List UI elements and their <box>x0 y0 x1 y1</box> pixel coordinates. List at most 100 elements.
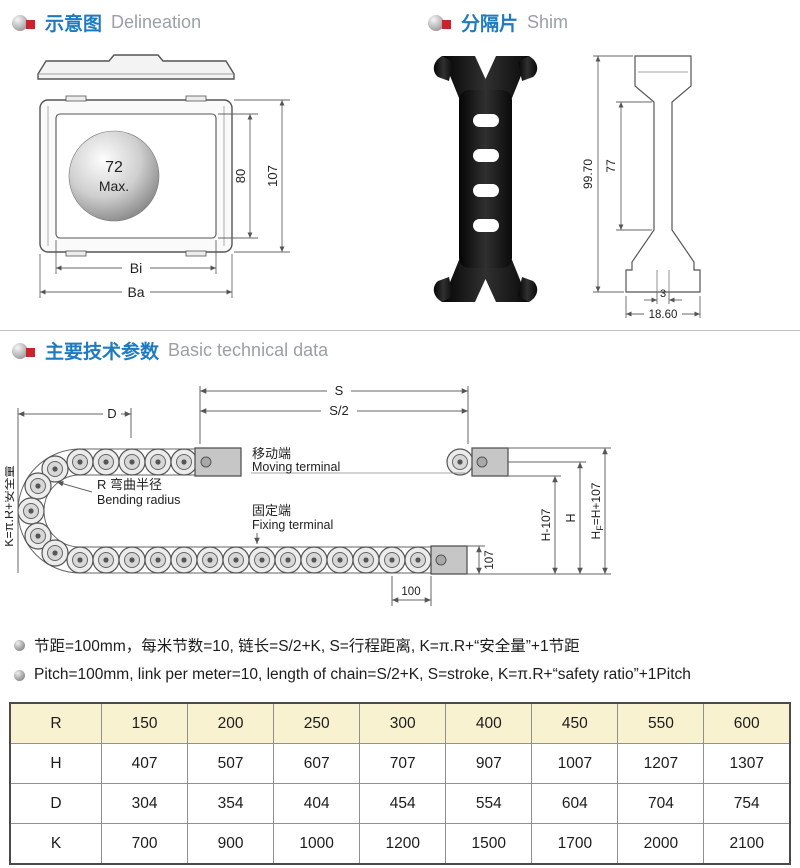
table-cell: 907 <box>445 743 533 784</box>
table-cell: 554 <box>445 783 533 824</box>
table-cell: 1207 <box>617 743 705 784</box>
section-bullet-icon <box>12 342 36 360</box>
note-line-en: Pitch=100mm, link per meter=10, length o… <box>14 666 786 684</box>
note-line-zh: 节距=100mm，每米节数=10, 链长=S/2+K, S=行程距离, K=π.… <box>14 634 786 656</box>
fixed-terminal-label-zh: 固定端 <box>252 503 291 518</box>
bending-radius-label-zh: R 弯曲半径 <box>97 477 162 492</box>
sphere-icon <box>428 14 444 31</box>
dim-outer-height: 107 <box>265 165 280 187</box>
ball-diameter-label: 72 <box>105 159 123 176</box>
dim-inner-width: Bi <box>130 260 142 276</box>
chain-callouts: 移动端 Moving terminal R 弯曲半径 Bending radiu… <box>97 446 340 532</box>
shim-slot <box>473 114 499 127</box>
dim-shim-height: 99.70 <box>581 159 595 189</box>
section-bullet-icon <box>428 14 452 32</box>
shim-drawing: 99.70 77 3 18.60 <box>433 55 701 321</box>
red-cube-icon <box>26 19 35 29</box>
table-cell: 1007 <box>531 743 619 784</box>
section-header-shim: 分隔片 Shim <box>428 9 568 36</box>
red-cube-icon <box>442 19 451 29</box>
sphere-icon <box>12 14 28 31</box>
table-cell: 2100 <box>703 823 791 865</box>
table-cell: 1200 <box>359 823 447 865</box>
table-cell: 400 <box>445 702 533 744</box>
red-cube-icon <box>26 347 35 357</box>
table-cell: 404 <box>273 783 361 824</box>
carrier-lid <box>37 54 235 80</box>
dim-hf: HF=H+107 <box>589 482 605 539</box>
section-header-technical: 主要技术参数 Basic technical data <box>12 337 328 364</box>
terminals <box>194 447 509 575</box>
section-header-delineation: 示意图 Delineation <box>12 9 201 36</box>
dim-h: H <box>564 513 578 522</box>
dim-107: 107 <box>484 550 496 569</box>
table-cell: 900 <box>187 823 275 865</box>
table-cell: 1500 <box>445 823 533 865</box>
section-divider <box>0 330 800 331</box>
table-cell: 2000 <box>617 823 705 865</box>
row-label-d: D <box>9 783 102 824</box>
row-label-r: R <box>9 702 102 744</box>
shim-slot <box>473 149 499 162</box>
shim-side-profile <box>625 55 701 293</box>
chain-schematic: S S/2 D K=π.R+安全量 H-107 H HF=H+ <box>5 383 611 606</box>
table-row-h: H 407 507 607 707 907 1007 1207 1307 <box>9 743 791 784</box>
section-title-zh: 主要技术参数 <box>45 342 160 363</box>
table-cell: 200 <box>187 702 275 744</box>
chain-dimensions: S S/2 D K=π.R+安全量 H-107 H HF=H+ <box>5 383 611 606</box>
dim-shim-base: 18.60 <box>649 309 678 321</box>
section-title-en: Shim <box>527 12 569 32</box>
table-cell: 550 <box>617 702 705 744</box>
table-row-d: D 304 354 404 454 554 604 704 754 <box>9 783 791 824</box>
sphere-icon <box>12 342 28 359</box>
table-cell: 304 <box>100 783 189 824</box>
shim-slot <box>473 219 499 232</box>
table-cell: 454 <box>359 783 447 824</box>
table-cell: 1700 <box>531 823 619 865</box>
section-title-zh: 示意图 <box>45 14 103 35</box>
dim-outer-width: Ba <box>127 284 144 300</box>
table-cell: 250 <box>273 702 361 744</box>
dim-shim-rib: 3 <box>660 288 666 300</box>
table-cell: 1307 <box>703 743 791 784</box>
dim-h-minus-107: H-107 <box>539 508 553 541</box>
dim-shim-waist: 77 <box>604 159 618 173</box>
row-label-k: K <box>9 823 102 865</box>
section-bullet-icon <box>12 14 36 32</box>
table-row-r: R 150 200 250 300 400 450 550 600 <box>9 702 791 744</box>
dim-inner-height: 80 <box>233 169 248 183</box>
moving-terminal-label-en: Moving terminal <box>252 460 340 474</box>
table-cell: 704 <box>617 783 705 824</box>
table-cell: 607 <box>273 743 361 784</box>
table-cell: 407 <box>100 743 189 784</box>
max-cable-ball: 72 Max. <box>68 130 160 222</box>
row-label-h: H <box>9 743 102 784</box>
table-cell: 354 <box>187 783 275 824</box>
table-cell: 507 <box>187 743 275 784</box>
dim-d: D <box>107 406 116 421</box>
section-title-zh: 分隔片 <box>461 14 519 35</box>
cross-section-dimensions: 80 107 Bi Ba <box>39 99 290 300</box>
note-bullet-icon <box>14 669 25 681</box>
section-title-en: Delineation <box>111 12 202 32</box>
table-cell: 707 <box>359 743 447 784</box>
table-cell: 700 <box>100 823 189 865</box>
section-title-en: Basic technical data <box>168 340 329 360</box>
dim-stroke: S <box>335 383 344 398</box>
table-cell: 1000 <box>273 823 361 865</box>
cable-ball-shape <box>68 130 160 222</box>
note-bullet-icon <box>14 639 25 651</box>
table-cell: 600 <box>703 702 791 744</box>
table-cell: 604 <box>531 783 619 824</box>
k-formula-label: K=π.R+安全量 <box>5 465 16 547</box>
note-text: 节距=100mm，每米节数=10, 链长=S/2+K, S=行程距离, K=π.… <box>34 638 580 655</box>
table-cell: 300 <box>359 702 447 744</box>
table-row-k: K 700 900 1000 1200 1500 1700 2000 2100 <box>9 823 791 865</box>
shim-dimensions: 99.70 77 3 18.60 <box>581 55 701 321</box>
moving-terminal-label-zh: 移动端 <box>252 446 291 461</box>
table-cell: 150 <box>100 702 189 744</box>
shim-slot <box>473 184 499 197</box>
delineation-drawing: 72 Max. 80 107 Bi Ba <box>37 54 290 300</box>
table-cell: 754 <box>703 783 791 824</box>
